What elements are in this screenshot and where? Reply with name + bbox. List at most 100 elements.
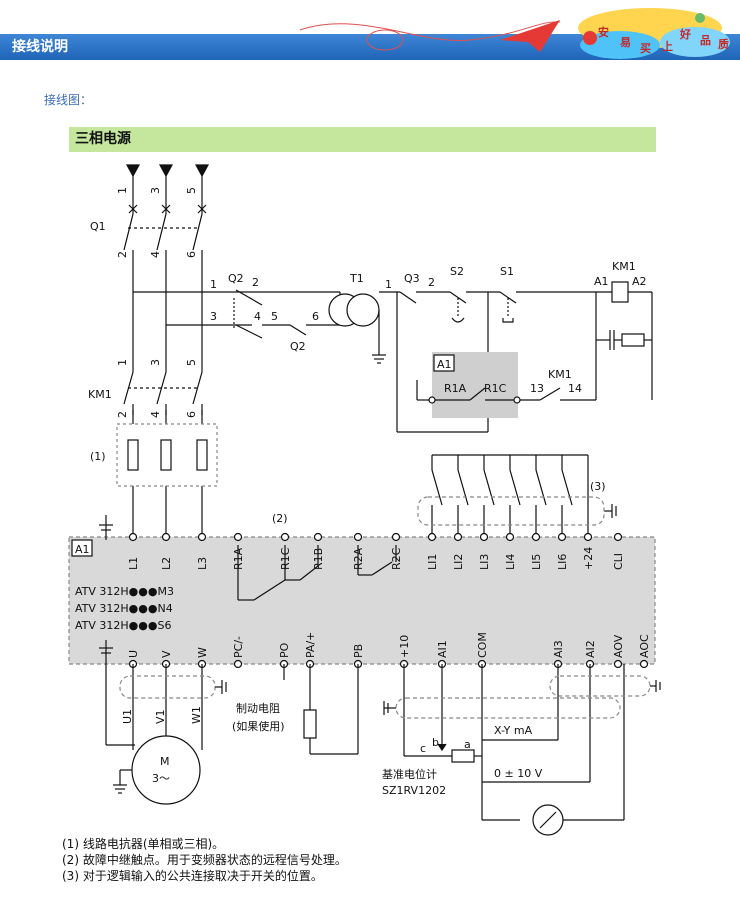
relay-contacts xyxy=(237,545,397,601)
brand-char: 质 xyxy=(718,37,729,51)
line-reactor xyxy=(116,423,218,487)
terminal-label: R1C xyxy=(279,547,292,570)
phase-num-1: 1 xyxy=(116,187,129,194)
a1-coil-label: A1 xyxy=(594,275,609,288)
drive-label: A1 xyxy=(75,543,90,556)
motor-w1: W1 xyxy=(190,706,203,724)
motor-wiring xyxy=(105,664,227,805)
terminal-label: AOC xyxy=(638,634,651,658)
power-supply-band: 三相电源 xyxy=(69,127,656,152)
km1-coil-label: KM1 xyxy=(612,260,636,273)
q1-num-6: 6 xyxy=(185,251,198,258)
ctl-num-1: 1 xyxy=(210,278,217,291)
phase-num-5: 5 xyxy=(185,187,198,194)
terminal-label: AI3 xyxy=(552,640,565,658)
q1-num-2: 2 xyxy=(116,251,129,258)
ctl-num-5: 5 xyxy=(271,310,278,323)
motor-m: M xyxy=(160,755,170,768)
terminal-label: LI4 xyxy=(504,554,517,570)
brand-char: 安 xyxy=(598,25,609,39)
paper-plane-icon xyxy=(500,20,560,52)
brake-resistor-sublabel: (如果使用) xyxy=(232,719,285,733)
terminal-l1 xyxy=(128,532,138,542)
terminal-label: PB xyxy=(352,644,365,658)
brake-resistor-label: 制动电阻 xyxy=(236,702,280,715)
motor-3phase: 3～ xyxy=(152,772,170,785)
notes-list: (1) 线路电抗器(单相或三相)。 (2) 故障中继触点。用于变频器状态的远程信… xyxy=(62,836,347,884)
motor-v1: V1 xyxy=(154,709,167,724)
drive-label-box xyxy=(71,539,93,557)
ground-icon-top xyxy=(99,515,113,540)
km1-label: KM1 xyxy=(88,388,112,401)
t1-num-1: 1 xyxy=(385,278,392,291)
ctl-num-4: 4 xyxy=(254,310,261,323)
q1-breaker xyxy=(123,200,214,272)
terminal-li3 xyxy=(479,532,489,542)
terminal-li4 xyxy=(505,532,515,542)
a1-box-label: A1 xyxy=(437,358,452,371)
terminal-label: +10 xyxy=(398,635,411,658)
t1-label: T1 xyxy=(349,272,364,285)
terminal-label: +24 xyxy=(582,547,595,570)
pot-c: c xyxy=(420,742,426,755)
terminal-24 xyxy=(583,532,593,542)
terminal-label: PO xyxy=(278,642,291,658)
terminal-label: R2A xyxy=(352,547,365,570)
terminal-label: CLI xyxy=(612,553,625,570)
terminal-aov xyxy=(613,659,623,669)
terminal-label: LI2 xyxy=(452,554,465,570)
v10-label: 0 ± 10 V xyxy=(494,767,543,780)
brand-char: 易 xyxy=(620,36,631,49)
km1-num-5: 5 xyxy=(185,359,198,366)
note-2-marker: (2) xyxy=(272,512,288,525)
ctl-num-6: 6 xyxy=(312,310,319,323)
brand-char: 品 xyxy=(700,34,711,47)
terminal-13: 13 xyxy=(530,382,544,395)
terminal-label: R2C xyxy=(390,547,403,570)
terminal-label: LI6 xyxy=(556,554,569,570)
terminal-li6 xyxy=(557,532,567,542)
a1-box-tag xyxy=(433,354,455,372)
terminal-r1a xyxy=(233,532,243,542)
terminal-li2 xyxy=(453,532,463,542)
terminal-label: LI3 xyxy=(478,554,491,570)
note-1: (1) 线路电抗器(单相或三相)。 xyxy=(62,837,225,851)
terminal-label: L2 xyxy=(160,557,173,570)
terminal-label: AI1 xyxy=(436,640,449,658)
q2-label: Q2 xyxy=(228,272,244,285)
r1c-label: R1C xyxy=(484,382,507,395)
analog-wiring xyxy=(383,664,661,836)
brand-char: 好 xyxy=(679,27,691,41)
terminal-r2c xyxy=(391,532,401,542)
terminal-label: V xyxy=(160,650,173,658)
drive-body xyxy=(68,536,656,665)
km1-num-4: 4 xyxy=(149,411,162,418)
q1-label: Q1 xyxy=(90,220,106,233)
r1a-label: R1A xyxy=(444,382,467,395)
q1-num-4: 4 xyxy=(149,251,162,258)
terminal-li1 xyxy=(427,532,437,542)
terminal-label: AOV xyxy=(612,634,625,658)
km1-num-2: 2 xyxy=(116,411,129,418)
terminal-label: R1A xyxy=(232,547,245,570)
terminal-label: PC/- xyxy=(232,636,245,658)
terminal-label: L1 xyxy=(127,557,140,570)
terminal-label: U xyxy=(127,650,140,658)
q3-num-2: 2 xyxy=(428,276,435,289)
km1-aux-label: KM1 xyxy=(548,368,572,381)
logic-shield xyxy=(417,496,605,526)
km1-num-6: 6 xyxy=(185,411,198,418)
terminal-label: PA/+ xyxy=(304,632,317,658)
q2-label-b: Q2 xyxy=(290,340,306,353)
pot-model-label: SZ1RV1202 xyxy=(382,784,446,797)
header-title: 接线说明 xyxy=(12,39,68,55)
pot-label: 基准电位计 xyxy=(382,767,437,781)
km1-num-1: 1 xyxy=(116,359,129,366)
terminal-14: 14 xyxy=(568,382,582,395)
model-line-2: ATV 312H●●●N4 xyxy=(75,602,173,615)
terminal-label: AI2 xyxy=(584,640,597,658)
s1-label: S1 xyxy=(500,265,514,278)
terminal-label: LI1 xyxy=(426,554,439,570)
terminal-aoc xyxy=(639,659,649,669)
